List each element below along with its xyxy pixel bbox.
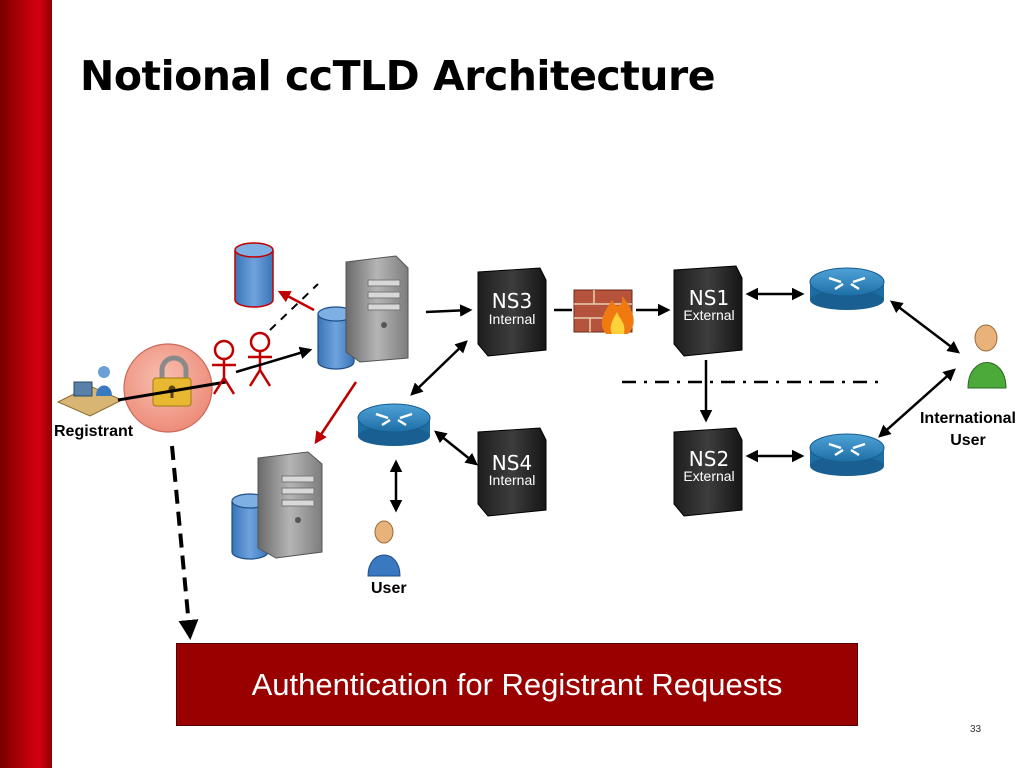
attacker-icon [212, 339, 236, 395]
sidebar-accent [0, 0, 52, 768]
slide-title: Notional ccTLD Architecture [80, 52, 716, 100]
name-server-icon [673, 427, 743, 517]
name-server-icon [673, 265, 743, 357]
registrant-label: Registrant [54, 423, 134, 440]
firewall-icon [573, 289, 634, 334]
ns1-label: NS1 [688, 286, 730, 310]
name-server-icon [477, 267, 547, 357]
registrant-workstation-icon [56, 366, 124, 417]
user-icon [367, 520, 401, 577]
user-icon [967, 324, 1007, 389]
ns2-label: NS2 [688, 447, 730, 471]
ns3-label: NS3 [491, 289, 533, 313]
router-icon [809, 267, 885, 310]
server-tower-icon [257, 451, 323, 559]
attacker-icon [248, 331, 272, 387]
database-icon [317, 306, 355, 370]
database-icon [234, 242, 274, 308]
page-number: 33 [970, 724, 982, 735]
ns3-role: Internal [488, 311, 536, 327]
ns1-role: External [683, 307, 735, 323]
ns2-role: External [683, 468, 735, 484]
ns4-role: Internal [488, 472, 536, 488]
name-server-icon [477, 427, 547, 517]
banner-text: Authentication for Registrant Requests [251, 666, 783, 702]
router-icon [357, 403, 431, 446]
router-icon [809, 433, 885, 476]
ns4-label: NS4 [491, 451, 533, 475]
authentication-banner: Authentication for Registrant Requests [176, 643, 858, 726]
server-tower-icon [345, 255, 409, 363]
international-user-label: International User [919, 410, 1016, 449]
user-label: User [371, 580, 407, 597]
